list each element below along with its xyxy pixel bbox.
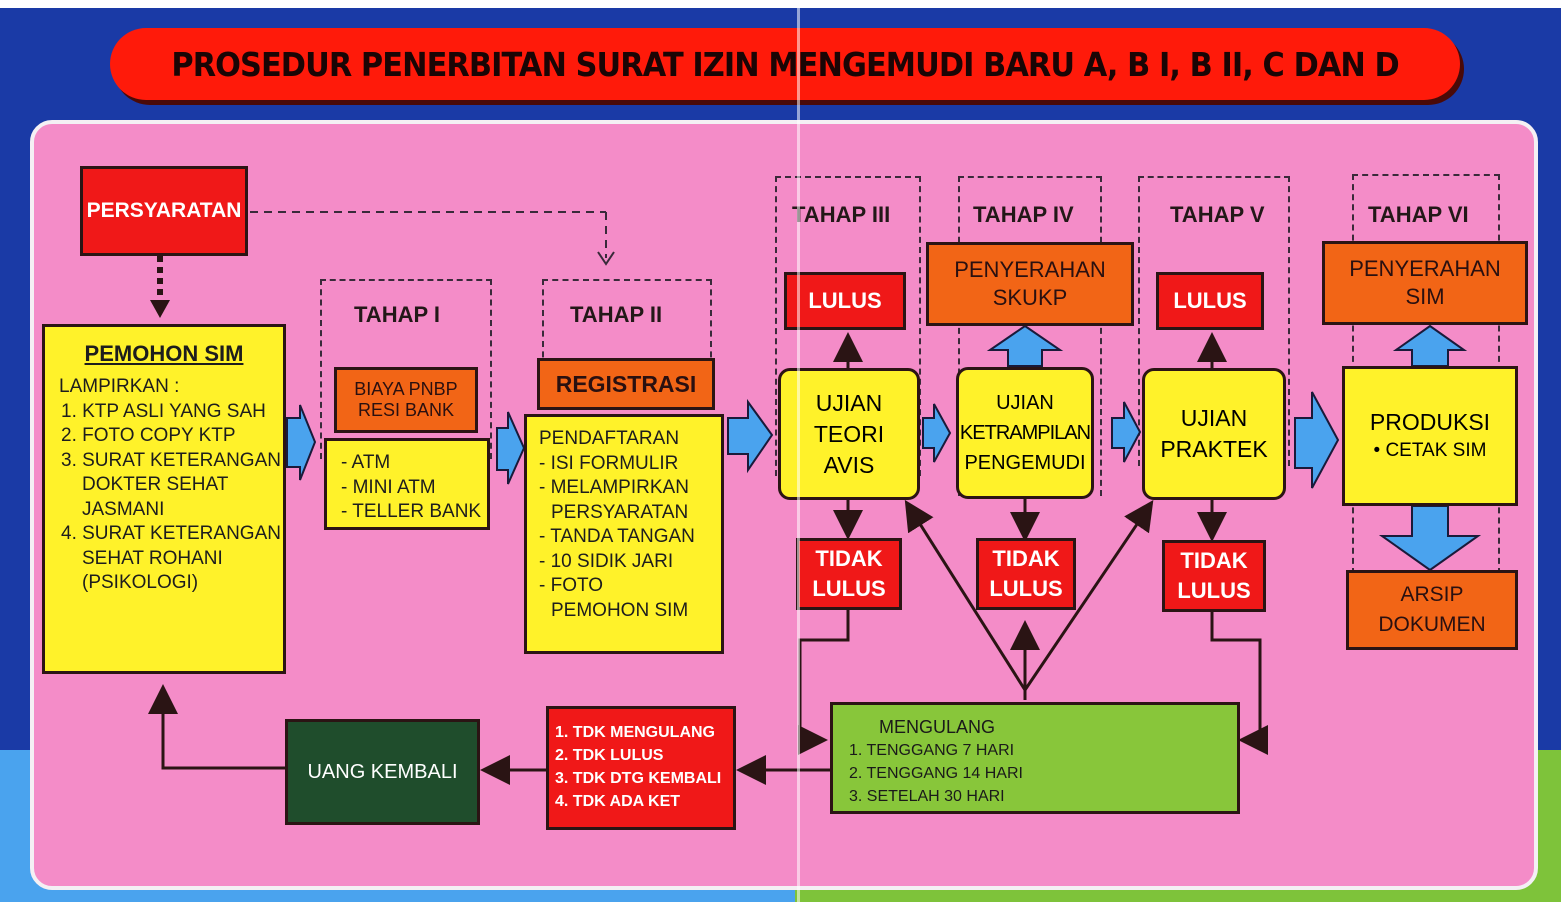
exam-line: PRAKTEK [1160,436,1268,462]
handover-line: PENYERAHAN [954,257,1106,282]
lulus-box-3: LULUS [784,272,906,330]
uang-kembali-label: UANG KEMBALI [307,760,458,783]
stage-frame-1 [320,279,492,459]
lulus-label: LULUS [1173,288,1247,313]
persyaratan-box: PERSYARATAN [80,166,248,256]
pemohon-item: JASMANI [82,498,165,520]
stage-frame-4 [958,176,1102,496]
registrasi-label: REGISTRASI [555,370,697,397]
pemohon-item: 2. FOTO COPY KTP [61,425,236,446]
fail-line: LULUS [1177,578,1251,603]
archive-line: ARSIP [1400,583,1464,606]
uang-kembali-box: UANG KEMBALI [285,719,480,825]
produksi-label: PRODUKSI [1369,409,1491,435]
produksi-item: • CETAK SIM [1373,440,1487,461]
page-fold-line [797,8,800,902]
exam-line: UJIAN [815,389,883,416]
stage-label-4: TAHAP IV [973,202,1074,227]
fail-line: TIDAK [1180,548,1248,573]
penyerahan-skukp-box: PENYERAHAN SKUKP [926,242,1134,326]
registration-step: PENDAFTARAN [539,428,680,449]
lulus-label: LULUS [808,288,882,313]
pemohon-item: 4. SURAT KETERANGAN [61,523,281,544]
stage-label-3: TAHAP III [792,202,891,227]
exam-line: UJIAN [1180,405,1248,431]
refund-condition: 3. TDK DTG KEMBALI [555,770,722,787]
fail-line: LULUS [989,576,1063,601]
biaya-pnbp-box: BIAYA PNBP RESI BANK [334,367,478,433]
archive-line: DOKUMEN [1378,613,1486,636]
fail-line: TIDAK [815,546,883,571]
title-banner: PROSEDUR PENERBITAN SURAT IZIN MENGEMUDI… [110,28,1460,100]
mengulang-item: 2. TENGGANG 14 HARI [849,765,1023,782]
stage-label-2: TAHAP II [570,302,663,327]
penyerahan-sim-box: PENYERAHAN SIM [1322,241,1528,325]
biaya-line-1: BIAYA PNBP [354,379,458,399]
ujian-ketrampilan-box: UJIAN KETRAMPILAN PENGEMUDI [956,367,1094,499]
exam-line: AVIS [823,451,875,478]
mengulang-title: MENGULANG [879,717,996,737]
ujian-teori-box: UJIAN TEORI AVIS [778,368,920,500]
refund-condition: 4. TDK ADA KET [555,793,681,810]
fail-line: LULUS [812,576,886,601]
tidak-lulus-box-5: TIDAK LULUS [1162,540,1266,612]
stage-frame-5 [1138,176,1290,466]
mengulang-box: MENGULANG 1. TENGGANG 7 HARI 2. TENGGANG… [830,702,1240,814]
fail-line: TIDAK [992,546,1060,571]
exam-line: TEORI [813,420,885,447]
stage-label-5: TAHAP V [1170,202,1265,227]
produksi-box: PRODUKSI • CETAK SIM [1342,366,1518,506]
biaya-line-2: RESI BANK [357,400,455,420]
page-title: PROSEDUR PENERBITAN SURAT IZIN MENGEMUDI… [171,44,1399,84]
refund-condition: 2. TDK LULUS [555,747,664,764]
handover-line: SIM [1405,284,1445,309]
registration-step: - FOTO [539,575,604,596]
ujian-praktek-box: UJIAN PRAKTEK [1142,368,1286,500]
lulus-box-5: LULUS [1156,272,1264,330]
persyaratan-label: PERSYARATAN [86,199,242,222]
exam-line: KETRAMPILAN [959,422,1091,444]
stage-label-1: TAHAP I [354,302,440,327]
pemohon-item: DOKTER SEHAT [82,474,229,495]
pemohon-item: 1. KTP ASLI YANG SAH [61,400,266,422]
pemohon-item: 3. SURAT KETERANGAN [61,449,281,471]
exam-line: UJIAN [996,392,1054,414]
tidak-lulus-box-3: TIDAK LULUS [796,538,902,610]
stage-label-6: TAHAP VI [1368,202,1469,227]
pendaftaran-box: PENDAFTARAN - ISI FORMULIR - MELAMPIRKAN… [524,414,724,654]
registrasi-box: REGISTRASI [537,358,715,410]
handover-line: PENYERAHAN [1349,256,1501,281]
payment-method: - TELLER BANK [341,501,482,522]
payment-methods-box: - ATM - MINI ATM - TELLER BANK [324,438,490,530]
registration-step: - TANDA TANGAN [539,526,695,547]
mengulang-item: 1. TENGGANG 7 HARI [849,742,1015,759]
stage-frame-2 [542,279,712,409]
registration-step: - MELAMPIRKAN [539,477,689,498]
stage-frame-3 [775,176,921,476]
registration-step: PEMOHON SIM [551,599,689,621]
payment-method: - ATM [341,452,391,473]
pemohon-subtitle: LAMPIRKAN : [59,376,180,397]
pemohon-title: PEMOHON SIM [84,341,244,366]
pemohon-item: (PSIKOLOGI) [82,572,199,593]
registration-step: - 10 SIDIK JARI [539,550,674,572]
arsip-dokumen-box: ARSIP DOKUMEN [1346,570,1518,650]
registration-step: PERSYARATAN [551,501,689,523]
refund-condition: 1. TDK MENGULANG [555,724,715,741]
handover-line: SKUKP [992,285,1068,310]
mengulang-item: 3. SETELAH 30 HARI [849,788,1005,805]
pemohon-item: SEHAT ROHANI [82,547,223,569]
payment-method: - MINI ATM [341,476,436,498]
pemohon-sim-box: PEMOHON SIM LAMPIRKAN : 1. KTP ASLI YANG… [42,324,286,674]
exam-line: PENGEMUDI [964,452,1086,474]
registration-step: - ISI FORMULIR [539,452,679,474]
tidak-lulus-box-4: TIDAK LULUS [976,538,1076,610]
refund-conditions-box: 1. TDK MENGULANG 2. TDK LULUS 3. TDK DTG… [546,706,736,830]
